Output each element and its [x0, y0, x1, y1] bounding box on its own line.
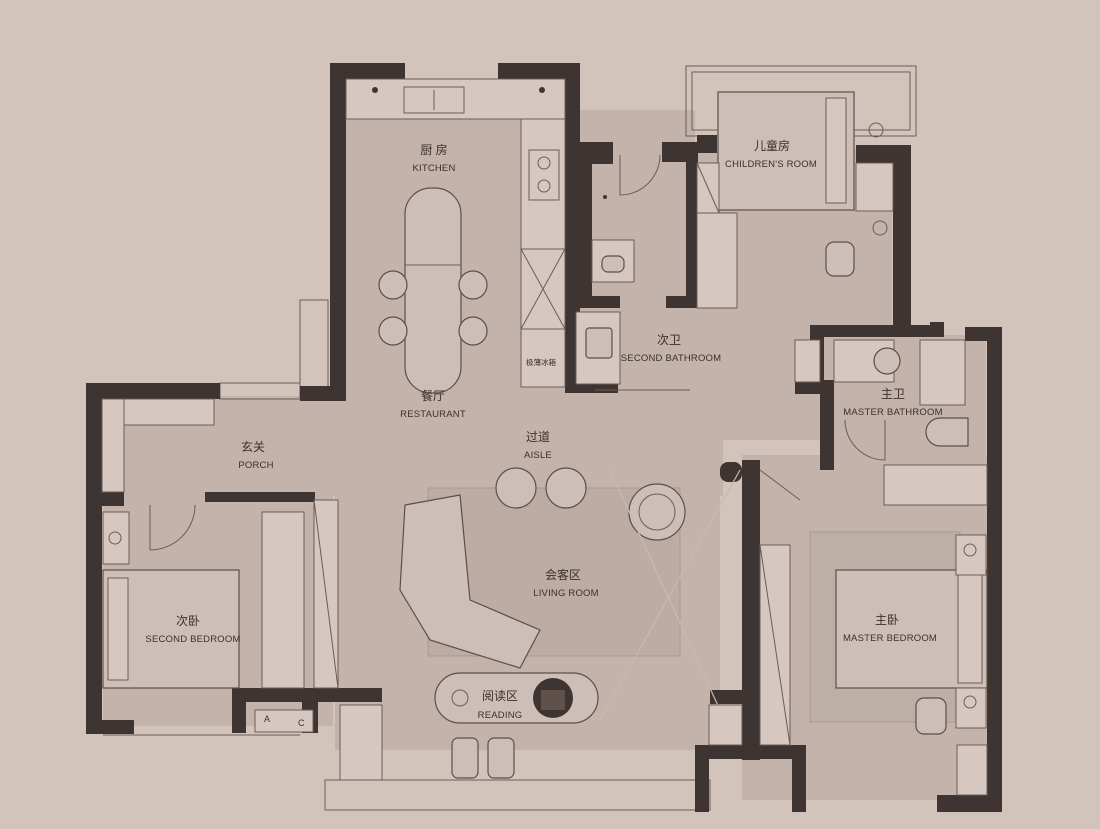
- living-furniture: [399, 467, 741, 721]
- master-bathroom-label-cn: 主卫: [881, 387, 905, 401]
- living-label-cn: 会客区: [545, 567, 581, 582]
- master-bedroom-label-cn: 主卧: [875, 613, 899, 627]
- second-bathroom-fixtures: [575, 154, 690, 391]
- second-bedroom-label-cn: 次卧: [176, 614, 200, 628]
- corner-cabinet: [339, 704, 383, 781]
- childrens-room-furniture: [696, 91, 894, 309]
- childrens-room-label-cn: 儿童房: [754, 138, 790, 153]
- master-bedroom-label-en: MASTER BEDROOM: [843, 633, 937, 644]
- ac-unit: [254, 709, 314, 733]
- aisle-label-en: AISLE: [524, 450, 552, 461]
- restaurant-label-cn: 餐厅: [421, 388, 445, 403]
- ac-label-a: A: [264, 714, 270, 724]
- fridge-label: 极薄冰箱: [526, 357, 556, 367]
- porch-label-cn: 玄关: [241, 439, 265, 454]
- restaurant-label-en: RESTAURANT: [400, 409, 466, 420]
- kitchen-cabinets: [345, 78, 566, 388]
- kitchen-label-cn: 厨 房: [420, 142, 447, 157]
- master-bedroom-furniture: [708, 469, 988, 796]
- second-bedroom-label-en: SECOND BEDROOM: [145, 634, 240, 645]
- reading-label-cn: 阅读区: [482, 689, 518, 703]
- master-bathroom-fixtures: [794, 339, 988, 506]
- entry-cabinets: [101, 398, 339, 689]
- reading-label-en: READING: [478, 710, 523, 721]
- kitchen-label-en: KITCHEN: [412, 163, 455, 174]
- aisle-label-cn: 过道: [526, 430, 550, 444]
- second-bathroom-label-cn: 次卫: [657, 333, 681, 347]
- room-labels: 厨 房 KITCHEN 餐厅 RESTAURANT 玄关 PORCH 过道 AI…: [145, 138, 942, 721]
- second-bathroom-label-en: SECOND BATHROOM: [621, 353, 721, 364]
- ac-label-c: C: [298, 718, 305, 728]
- childrens-room-label-en: CHILDREN'S ROOM: [725, 159, 817, 170]
- second-bedroom-furniture: [102, 504, 240, 689]
- living-label-en: LIVING ROOM: [533, 588, 599, 599]
- master-bathroom-label-en: MASTER BATHROOM: [843, 407, 942, 418]
- porch-label-en: PORCH: [238, 460, 273, 471]
- reading-desk: [434, 672, 599, 779]
- dining-table: [378, 187, 488, 394]
